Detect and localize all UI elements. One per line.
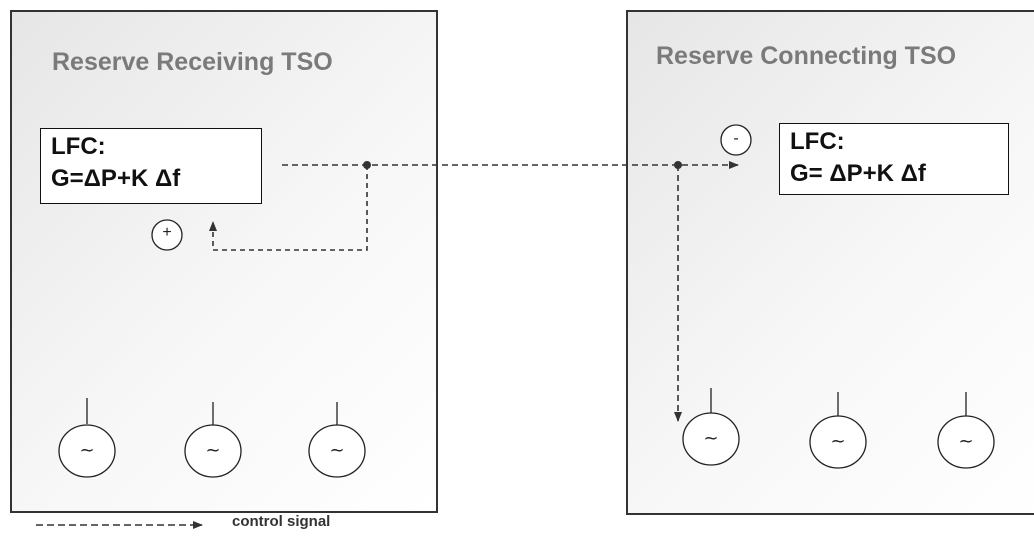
- left-feedback-line: [209, 165, 368, 251]
- legend-label: control signal: [232, 513, 331, 530]
- left-generator-3-symbol: ~: [329, 440, 345, 461]
- left-generator-1-circle: [58, 424, 116, 478]
- right-generator-3-symbol: ~: [958, 431, 974, 452]
- minus-sign: -: [733, 130, 739, 147]
- left-junction-dot: [363, 161, 371, 169]
- right-generator-2-symbol: ~: [830, 431, 846, 452]
- minus-sign-circle: [720, 124, 752, 156]
- right-lfc-formula: G= ΔP+K Δf: [790, 160, 926, 187]
- left-lfc-label: LFC:: [51, 133, 106, 160]
- left-generator-3-circle: [308, 424, 366, 478]
- right-generator-1-circle: [682, 412, 740, 466]
- right-generator-3-circle: [937, 415, 995, 469]
- left-generator-1-symbol: ~: [79, 440, 95, 461]
- left-generator-2-circle: [184, 424, 242, 478]
- right-lfc-box: LFC: G= ΔP+K Δf: [779, 123, 1009, 195]
- reserve-connecting-tso-title: Reserve Connecting TSO: [656, 42, 957, 70]
- right-junction-dot: [674, 161, 682, 169]
- reserve-receiving-tso-title: Reserve Receiving TSO: [52, 48, 333, 76]
- right-generator-2-circle: [809, 415, 867, 469]
- right-generator-1-symbol: ~: [703, 428, 719, 449]
- left-lfc-formula: G=ΔP+K Δf: [51, 165, 181, 192]
- left-lfc-box: LFC: G=ΔP+K Δf: [40, 128, 262, 204]
- plus-sign: +: [162, 224, 172, 241]
- right-lfc-label: LFC:: [790, 128, 845, 155]
- plus-sign-circle: [151, 219, 183, 251]
- left-generator-2-symbol: ~: [205, 440, 221, 461]
